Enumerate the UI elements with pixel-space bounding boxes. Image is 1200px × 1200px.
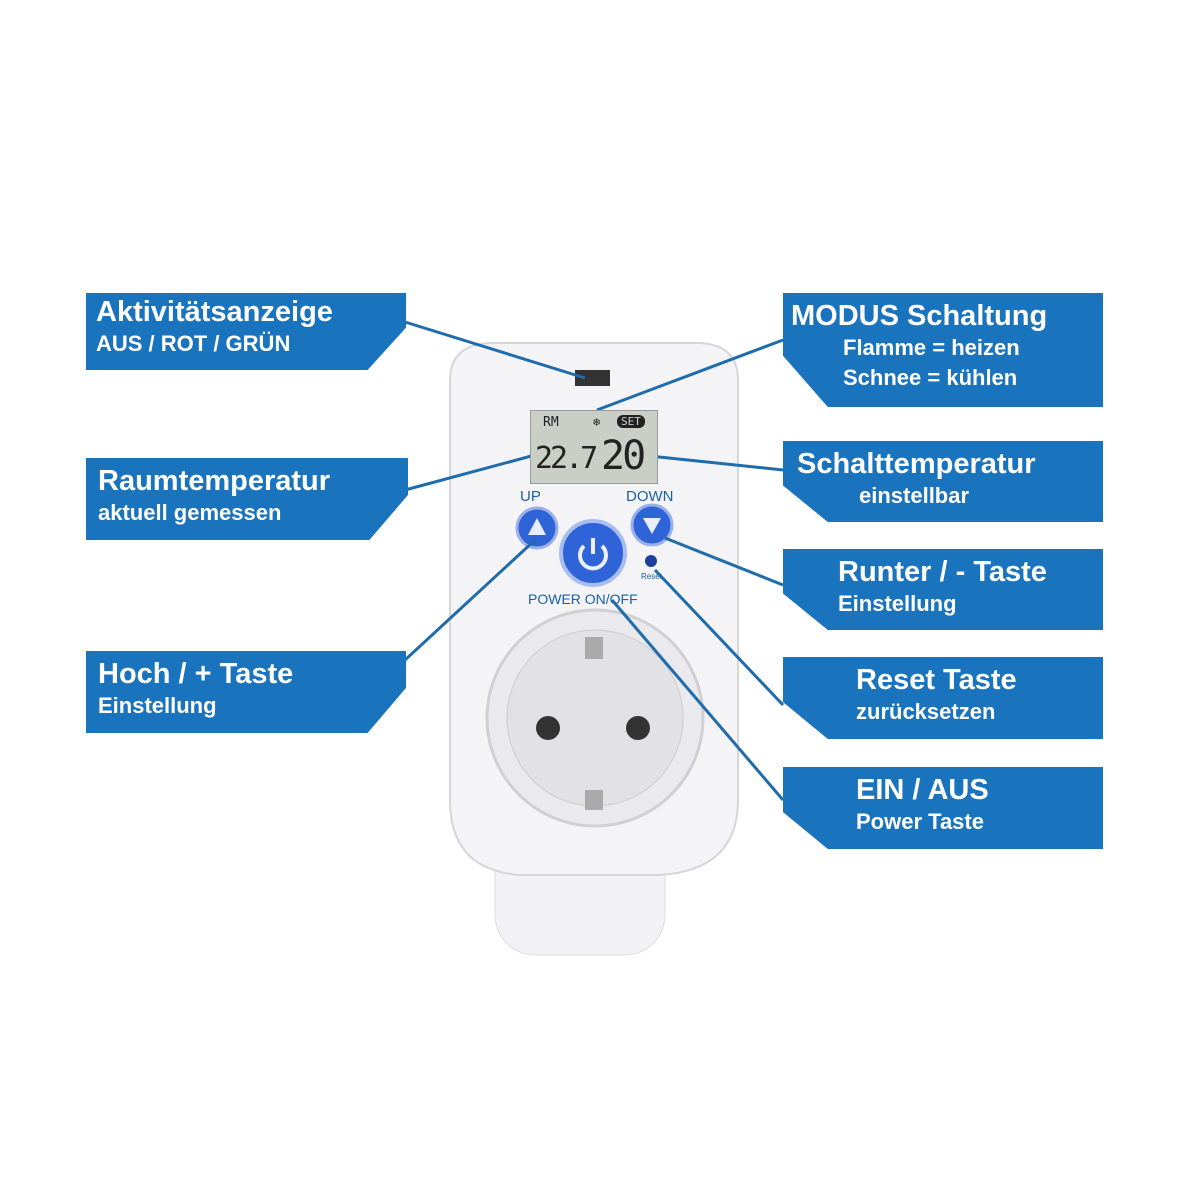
room-temperature: 22.7 <box>535 441 598 476</box>
lcd-display: RM ❄ SET 22.7 20 <box>530 410 658 484</box>
callout-sub: Power Taste <box>856 809 984 834</box>
down-label: DOWN <box>626 488 674 505</box>
callout-sub: zurücksetzen <box>856 699 996 724</box>
up-arrow-icon <box>528 518 546 535</box>
socket-hole-left <box>536 716 560 740</box>
callout-title: Schalttemperatur <box>797 448 1036 480</box>
callout-reset: Reset Taste zurücksetzen <box>783 657 1103 739</box>
reset-button <box>645 555 657 567</box>
callout-sub: einstellbar <box>859 483 970 508</box>
activity-led <box>575 370 610 386</box>
power-label: POWER ON/OFF <box>528 591 638 607</box>
callout-power: EIN / AUS Power Taste <box>783 767 1103 849</box>
lcd-mode: RM <box>543 415 559 430</box>
earth-clip-top <box>585 637 603 659</box>
callout-sub: aktuell gemessen <box>98 500 282 525</box>
callout-title: Aktivitätsanzeige <box>96 296 333 328</box>
up-label: UP <box>520 488 541 505</box>
socket-hole-right <box>626 716 650 740</box>
callout-activity: Aktivitätsanzeige AUS / ROT / GRÜN <box>86 293 406 370</box>
callout-sub: Einstellung <box>838 591 957 616</box>
callout-title: EIN / AUS <box>856 774 989 806</box>
callout-lines <box>403 320 785 801</box>
callout-switch-temperature: Schalttemperatur einstellbar <box>783 441 1103 522</box>
lcd-set-badge: SET <box>617 415 645 428</box>
callout-sub: Einstellung <box>98 693 217 718</box>
callout-down: Runter / - Taste Einstellung <box>783 549 1103 630</box>
reset-label: Reset <box>641 572 662 581</box>
callout-mode: MODUS Schaltung Flamme = heizen Schnee =… <box>783 293 1103 407</box>
earth-clip-bottom <box>585 790 603 810</box>
callout-title: MODUS Schaltung <box>791 300 1048 332</box>
callout-up: Hoch / + Taste Einstellung <box>86 651 406 733</box>
down-arrow-icon <box>643 518 661 534</box>
callout-room-temperature: Raumtemperatur aktuell gemessen <box>86 458 408 540</box>
set-temperature: 20 <box>601 433 646 479</box>
callout-title: Raumtemperatur <box>98 465 331 497</box>
callout-title: Hoch / + Taste <box>98 658 294 690</box>
callout-sub: Flamme = heizen <box>843 335 1020 360</box>
power-icon <box>578 538 608 571</box>
callout-title: Runter / - Taste <box>838 556 1047 588</box>
callout-title: Reset Taste <box>856 664 1017 696</box>
snowflake-icon: ❄ <box>593 415 601 429</box>
callout-sub: AUS / ROT / GRÜN <box>96 331 291 356</box>
callout-sub: Schnee = kühlen <box>843 365 1018 390</box>
